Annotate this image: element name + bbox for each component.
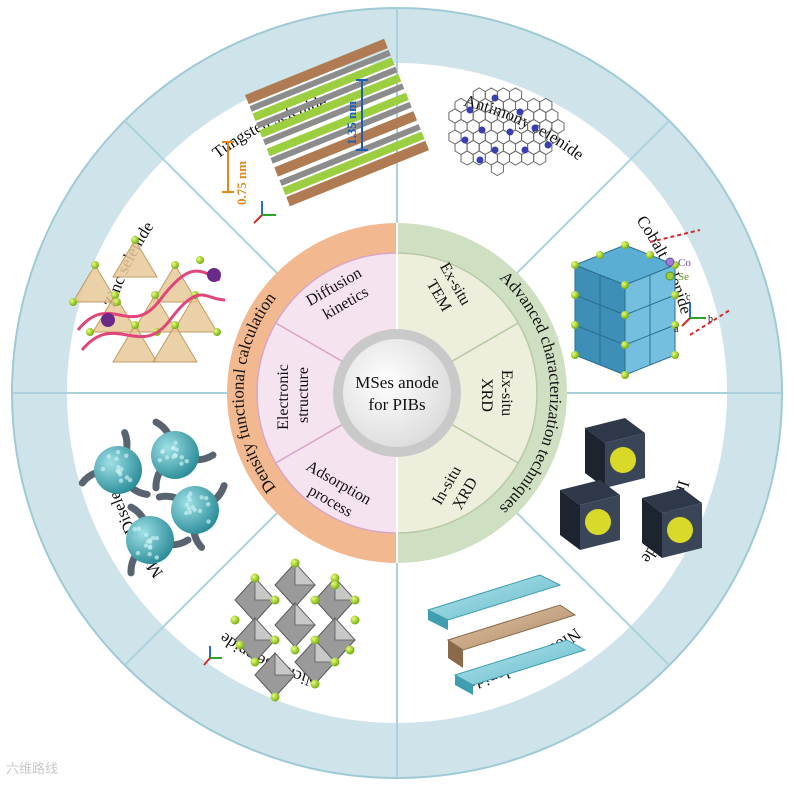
cobalt-axis-b: b — [708, 314, 713, 325]
tungsten-spacing-2: 1.35 nm — [344, 101, 359, 145]
cobalt-axis-c: c — [686, 292, 691, 303]
cobalt-legend-co: Co — [678, 257, 691, 269]
cobalt-axis-a: a — [674, 324, 679, 335]
center-disc — [343, 339, 451, 447]
watermark: 六维路线 — [6, 758, 116, 780]
cobalt-legend-se: Se — [678, 271, 689, 283]
tungsten-spacing-1: 0.75 nm — [234, 161, 249, 205]
center-title-line1: MSes anode — [355, 373, 439, 392]
center-title-line2: for PIBs — [368, 395, 425, 414]
